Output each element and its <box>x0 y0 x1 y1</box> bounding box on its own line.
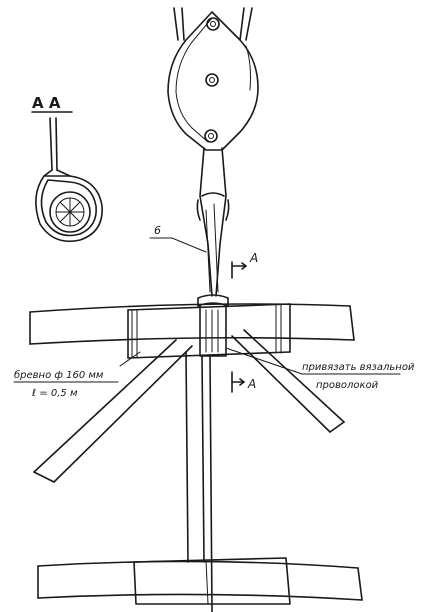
bottom-beam <box>37 557 363 605</box>
log-spec-line2: ℓ = 0,5 м <box>32 388 78 399</box>
section-title: А А <box>32 94 61 112</box>
section-aa-detail: А А <box>31 94 103 243</box>
callout-tie-note: привязать вязальной проволокой <box>225 347 415 391</box>
vertical-post <box>185 351 213 612</box>
bottom-pin-icon <box>204 129 218 143</box>
wire-lashing <box>197 294 229 357</box>
shackle-stem <box>196 147 230 297</box>
pulley-block <box>167 11 259 151</box>
tie-note-line1: привязать вязальной <box>302 362 415 373</box>
part-number-label: 6 <box>154 224 161 237</box>
diagonal-braces <box>33 329 345 483</box>
callout-log-spec: бревно ф 160 мм ℓ = 0,5 м <box>13 351 141 399</box>
section-cut-lower: А <box>231 371 256 393</box>
center-axle-icon <box>205 73 219 87</box>
log-crosspiece <box>127 303 291 359</box>
log-spec-line1: бревно ф 160 мм <box>14 369 104 381</box>
section-cut-upper: А <box>231 251 258 279</box>
tie-note-line2: проволокой <box>316 380 379 391</box>
hoist-ropes <box>173 7 253 41</box>
callout-6: 6 <box>149 224 207 253</box>
cut-mark-upper-label: А <box>249 251 258 265</box>
top-pin-icon <box>206 17 220 31</box>
cut-mark-lower-label: А <box>247 377 256 391</box>
upper-beam <box>29 303 355 345</box>
